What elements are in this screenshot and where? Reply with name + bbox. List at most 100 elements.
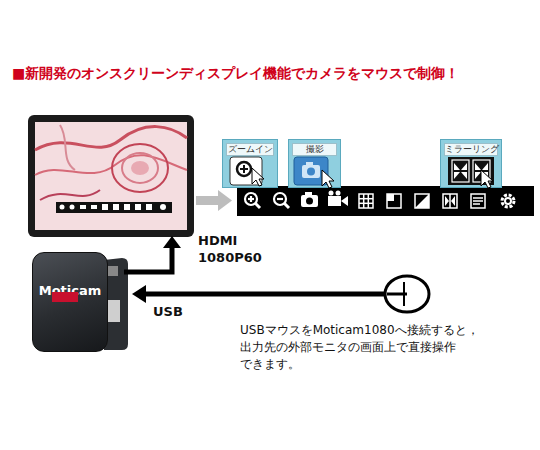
callout-box: 撮影 <box>288 139 341 188</box>
zoom-in-icon-part <box>237 162 251 176</box>
camera-sticker <box>52 292 78 302</box>
monitor-part <box>40 190 100 200</box>
monitor-part-part <box>124 204 130 210</box>
note-text: USBマウスをMoticam1080へ接続すると， 出力先の外部モニタの画面上で… <box>240 322 508 373</box>
toolbar-part <box>329 191 334 196</box>
capture-icon-part <box>302 165 320 178</box>
toolbar-part-part <box>255 203 260 208</box>
toolbar-part-part <box>473 197 483 199</box>
capture-icon-part <box>307 168 315 176</box>
zoom-in-icon-part <box>252 168 264 186</box>
grey-arrow-part <box>196 196 218 205</box>
monitor-part <box>35 122 187 230</box>
toolbar-part <box>506 199 510 203</box>
toolbar-part-part <box>473 203 480 205</box>
toolbar-part-part <box>471 194 485 208</box>
mirroring-icon-part <box>473 160 490 182</box>
toolbar-part <box>237 186 534 216</box>
mirroring-icon <box>448 157 494 188</box>
mirroring-icon-part <box>454 163 460 170</box>
monitor-part-part <box>60 205 65 210</box>
mirroring-icon-part <box>461 172 467 179</box>
toolbar <box>237 186 534 216</box>
monitor-part-part <box>102 204 108 210</box>
capture-icon-part <box>306 162 313 166</box>
mirroring-icon-part <box>475 172 481 179</box>
toolbar-part <box>359 194 485 208</box>
hdmi-cable <box>124 236 181 272</box>
toolbar-part-part <box>250 196 252 202</box>
toolbar-part-part <box>359 194 373 208</box>
camera-body: Moticam <box>32 252 108 352</box>
toolbar-part-part <box>363 194 365 208</box>
toolbar-part-part <box>277 198 283 200</box>
brand-label: Moticam <box>33 283 107 298</box>
monitor <box>28 115 194 237</box>
toolbar-part <box>415 194 429 208</box>
toolbar-part <box>504 197 512 205</box>
zoom-in-icon <box>230 157 264 186</box>
toolbar-part-part <box>284 203 289 208</box>
monitor-part-part <box>135 204 141 210</box>
monitor-part-part <box>91 205 97 209</box>
callout-box: ズームイン <box>222 139 278 188</box>
toolbar-part <box>387 194 394 201</box>
mirroring-icon-part <box>482 163 488 170</box>
usb-cable <box>132 285 390 303</box>
zoom-in-icon-part <box>230 157 262 185</box>
mirroring-icon-part <box>461 163 467 170</box>
mouse-symbol-part <box>385 276 429 312</box>
connection-label: HDMI 1080P60 <box>198 232 270 266</box>
connection-label: USB <box>153 303 213 320</box>
toolbar-part-part <box>368 194 370 208</box>
zoom-in-icon-part <box>243 165 245 173</box>
monitor-part <box>60 125 75 170</box>
toolbar-part-part <box>449 194 451 208</box>
zoom-in-icon-part <box>240 168 248 170</box>
mirroring-icon-part <box>452 160 469 182</box>
capture-icon-part <box>294 157 328 185</box>
monitor-part-part <box>113 204 119 210</box>
toolbar-part <box>301 195 318 207</box>
monitor-part-part <box>160 204 166 210</box>
mouse-symbol-part <box>403 282 405 306</box>
toolbar-part <box>445 196 449 206</box>
toolbar-part <box>336 191 341 196</box>
monitor-part-part <box>146 204 152 210</box>
toolbar-part-part <box>387 194 401 208</box>
toolbar-part-part <box>443 194 457 208</box>
camera-side-part <box>108 266 118 276</box>
toolbar-part-part <box>415 194 429 208</box>
grey-arrow-part <box>218 190 232 211</box>
monitor-part <box>112 144 168 192</box>
hdmi-cable-part <box>124 246 172 272</box>
mirroring-icon-part <box>475 163 481 170</box>
camera-sticker-part <box>52 292 78 302</box>
capture-icon-part <box>322 170 334 188</box>
toolbar-part <box>305 192 312 196</box>
mirroring-icon-part <box>448 157 494 185</box>
toolbar-part <box>502 195 514 207</box>
callout-label: ズームイン <box>226 143 274 156</box>
hdmi-cable-part <box>163 236 181 248</box>
monitor-part-part <box>70 205 75 210</box>
toolbar-part-part <box>359 198 373 200</box>
mirroring-icon-part <box>481 170 493 188</box>
toolbar-part <box>328 196 341 206</box>
monitor-part <box>56 202 172 213</box>
monitor-part <box>131 161 149 175</box>
mirroring-icon-part <box>454 172 460 179</box>
usb-cable-part <box>132 285 146 303</box>
toolbar-part-part <box>473 200 483 202</box>
toolbar-part <box>451 196 455 206</box>
camera-side-part <box>108 300 120 322</box>
monitor-part-part <box>80 205 86 209</box>
toolbar-part-part <box>359 203 373 205</box>
grey-arrow <box>196 190 232 211</box>
title: ■新開発のオンスクリーンディスプレイ機能でカメラをマウスで制御！ <box>12 64 459 82</box>
callout-label: ミラーリング <box>444 143 498 156</box>
callout-box: ミラーリング <box>440 139 502 188</box>
monitor-part <box>35 155 187 175</box>
callout-label: 撮影 <box>292 143 337 156</box>
